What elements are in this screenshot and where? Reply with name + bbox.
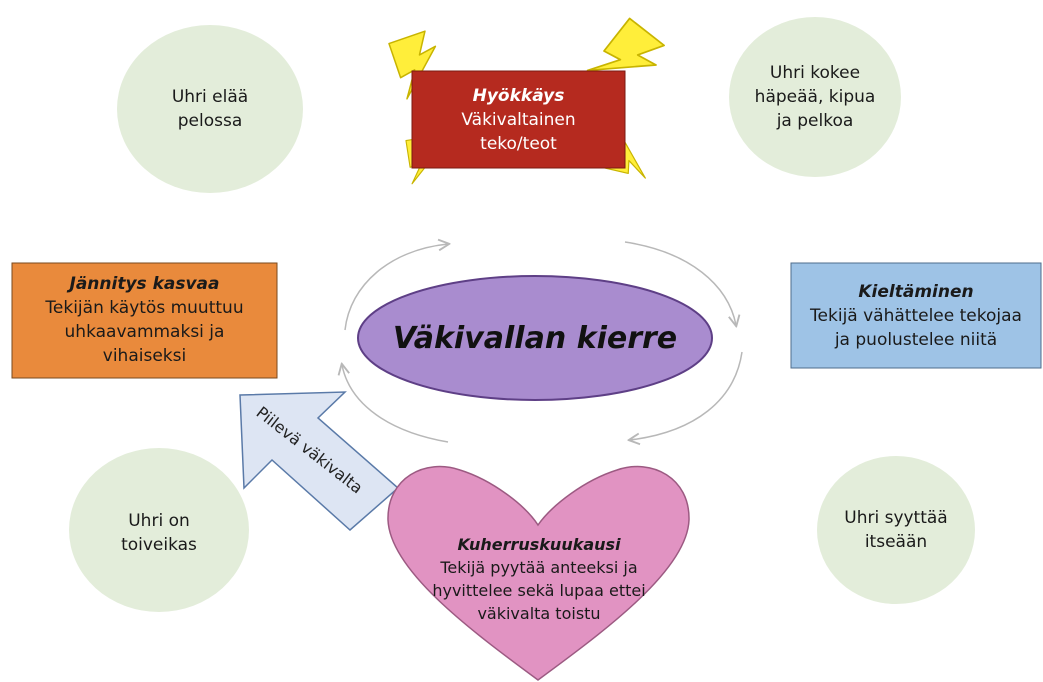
victim-self-blame-circle [817, 456, 975, 604]
attack-stage-box [411, 70, 626, 169]
victim-fear-line-1: Uhri elää [171, 87, 249, 107]
attack-stage-title: Hyökkäys [472, 86, 565, 106]
tension-stage-text: Jännitys kasvaa Tekijän käytös muuttuu u… [12, 272, 277, 368]
victim-shame-line-1: Uhri kokee [769, 63, 861, 83]
attack-stage-line-1: Väkivaltainen [461, 110, 576, 130]
victim-self-blame-line-2: itseään [864, 532, 928, 552]
denial-stage-line-1: Tekijä vähättelee tekojaa [810, 306, 1022, 326]
denial-stage-title: Kieltäminen [858, 282, 974, 302]
honeymoon-heart [387, 465, 690, 681]
tension-stage-line-3: vihaiseksi [102, 346, 187, 366]
center-title: Väkivallan kierre [392, 320, 678, 356]
tension-stage-box [11, 262, 278, 379]
cycle-arrow-bottom-left [342, 365, 449, 443]
victim-shame-circle [729, 17, 901, 177]
honeymoon-stage-text: Kuherruskuukausi Tekijä pyytää anteeksi … [408, 533, 670, 625]
victim-hopeful-text: Uhri on toiveikas [84, 508, 234, 558]
cycle-arrow-bottom-right [630, 351, 743, 440]
denial-stage-box [790, 262, 1042, 369]
center-ellipse [357, 275, 713, 401]
victim-shame-line-3: ja pelkoa [776, 111, 854, 131]
honeymoon-stage-line-2: hyvittelee sekä lupaa ettei [432, 581, 646, 600]
honeymoon-stage-title: Kuherruskuukausi [457, 535, 621, 554]
denial-stage-text: Kieltäminen Tekijä vähättelee tekojaa ja… [791, 280, 1041, 352]
cycle-arrow-top-left [344, 244, 448, 331]
victim-shame-line-2: häpeää, kipua [754, 87, 876, 107]
tension-stage-title: Jännitys kasvaa [69, 274, 220, 294]
honeymoon-stage-line-1: Tekijä pyytää anteeksi ja [440, 558, 638, 577]
denial-stage-line-2: ja puolustelee niitä [834, 330, 998, 350]
latent-violence-arrow [239, 391, 400, 532]
attack-stage-line-2: teko/teot [480, 134, 557, 154]
victim-shame-text: Uhri kokee häpeää, kipua ja pelkoa [740, 60, 890, 134]
victim-hopeful-circle [69, 448, 249, 612]
victim-fear-line-2: pelossa [177, 111, 243, 131]
victim-self-blame-text: Uhri syyttää itseään [821, 505, 971, 555]
victim-fear-text: Uhri elää pelossa [130, 79, 290, 139]
tension-stage-line-2: uhkaavammaksi ja [64, 322, 225, 342]
victim-self-blame-line-1: Uhri syyttää [844, 508, 948, 528]
honeymoon-stage-line-3: väkivalta toistu [477, 604, 601, 623]
victim-hopeful-line-1: Uhri on [128, 511, 190, 531]
victim-hopeful-line-2: toiveikas [121, 535, 197, 555]
cycle-arrow-top-right [624, 241, 736, 325]
victim-fear-circle [117, 25, 303, 193]
attack-stage-text: Hyökkäys Väkivaltainen teko/teot [412, 84, 625, 156]
tension-stage-line-1: Tekijän käytös muuttuu [45, 298, 244, 318]
